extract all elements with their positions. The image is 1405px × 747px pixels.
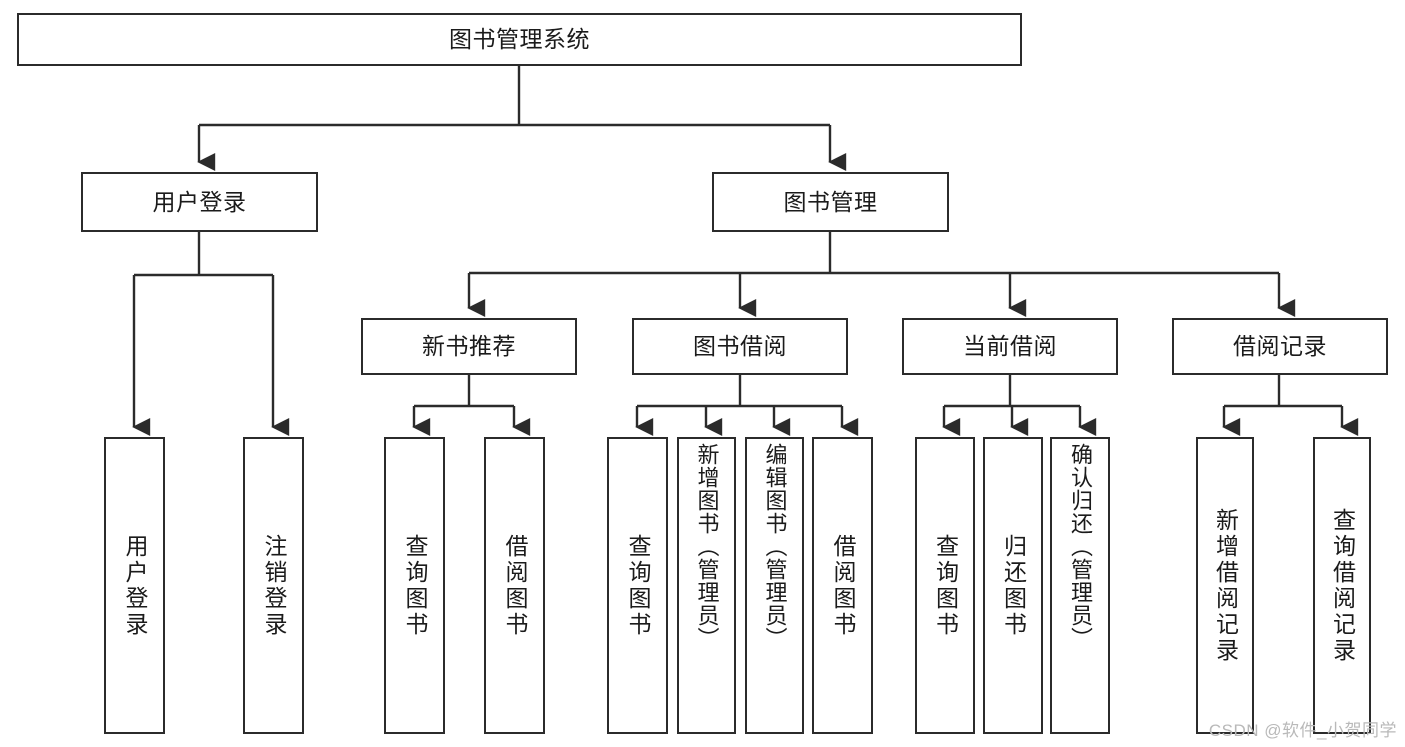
node-leaf-return-book[interactable]: 归还图书 [983, 437, 1043, 734]
node-label: 当前借阅 [963, 333, 1057, 360]
node-label: 图书借阅 [693, 333, 787, 360]
node-label: 借阅记录 [1233, 333, 1327, 360]
node-label: 查询图书 [932, 533, 959, 638]
csdn-watermark: CSDN @软件_小贺同学 [1208, 721, 1397, 740]
node-leaf-logout[interactable]: 注销登录 [243, 437, 304, 734]
node-new-book-recommend[interactable]: 新书推荐 [361, 318, 577, 375]
node-label: 用户登录 [122, 533, 148, 638]
node-label: 查询借阅记录 [1329, 507, 1356, 664]
node-leaf-user-login[interactable]: 用户登录 [104, 437, 165, 734]
node-label: 图书管理 [783, 188, 878, 215]
node-leaf-confirm-return[interactable]: 确认归还（管理员） [1050, 437, 1110, 734]
node-leaf-edit-book[interactable]: 编辑图书（管理员） [745, 437, 804, 734]
node-leaf-borrow-book[interactable]: 借阅图书 [812, 437, 873, 734]
node-current-borrow[interactable]: 当前借阅 [902, 318, 1118, 375]
node-root-system[interactable]: 图书管理系统 [17, 13, 1022, 66]
node-label: 借阅图书 [830, 533, 856, 638]
node-book-manage[interactable]: 图书管理 [712, 172, 949, 232]
node-label: 新增借阅记录 [1212, 507, 1239, 664]
node-label: 新书推荐 [422, 333, 516, 360]
node-label: 确认归还（管理员） [1068, 443, 1093, 650]
node-user-login[interactable]: 用户登录 [81, 172, 318, 232]
node-leaf-query-book-borrow[interactable]: 查询图书 [607, 437, 668, 734]
node-leaf-query-book-current[interactable]: 查询图书 [915, 437, 975, 734]
node-book-borrow[interactable]: 图书借阅 [632, 318, 848, 375]
node-label: 新增图书（管理员） [694, 443, 720, 650]
node-label: 注销登录 [261, 533, 287, 638]
node-leaf-query-borrow-record[interactable]: 查询借阅记录 [1313, 437, 1371, 734]
node-borrow-record[interactable]: 借阅记录 [1172, 318, 1388, 375]
node-leaf-add-borrow-record[interactable]: 新增借阅记录 [1196, 437, 1254, 734]
node-label: 借阅图书 [502, 533, 528, 638]
node-label: 用户登录 [152, 188, 247, 215]
node-label: 编辑图书（管理员） [762, 443, 788, 650]
node-label: 归还图书 [1000, 533, 1027, 638]
node-leaf-add-book[interactable]: 新增图书（管理员） [677, 437, 736, 734]
node-label: 查询图书 [402, 533, 428, 638]
node-label: 图书管理系统 [449, 26, 590, 53]
node-leaf-query-book-recommend[interactable]: 查询图书 [384, 437, 445, 734]
node-leaf-borrow-book-recommend[interactable]: 借阅图书 [484, 437, 545, 734]
node-label: 查询图书 [625, 533, 651, 638]
